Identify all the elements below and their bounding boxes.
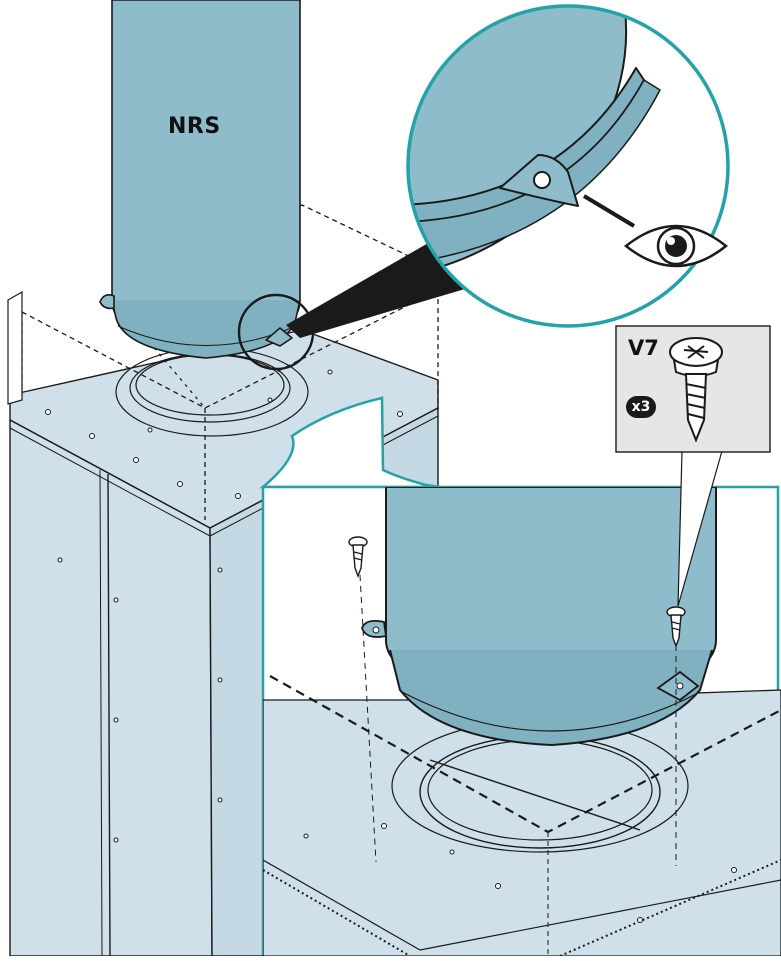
- eye-icon: [623, 224, 729, 268]
- small-circle-marker: [237, 293, 315, 371]
- magnifier-pointer: [286, 242, 475, 338]
- screw-quantity-badge: x3: [626, 396, 656, 418]
- vessel-label: NRS: [168, 114, 221, 139]
- casing-rivets: [45, 369, 403, 843]
- screw-left: [348, 536, 368, 578]
- frame-bracket: [7, 290, 23, 405]
- magnifier-callout: [237, 4, 730, 371]
- boiler-casing: [9, 329, 439, 957]
- zoom-callout: [259, 396, 781, 956]
- nrs-vessel: [99, 0, 301, 359]
- screw-kit-box: [615, 325, 771, 607]
- screw-code-label: V7: [628, 336, 659, 360]
- screw-icon: [669, 337, 723, 443]
- screw-right: [666, 606, 686, 648]
